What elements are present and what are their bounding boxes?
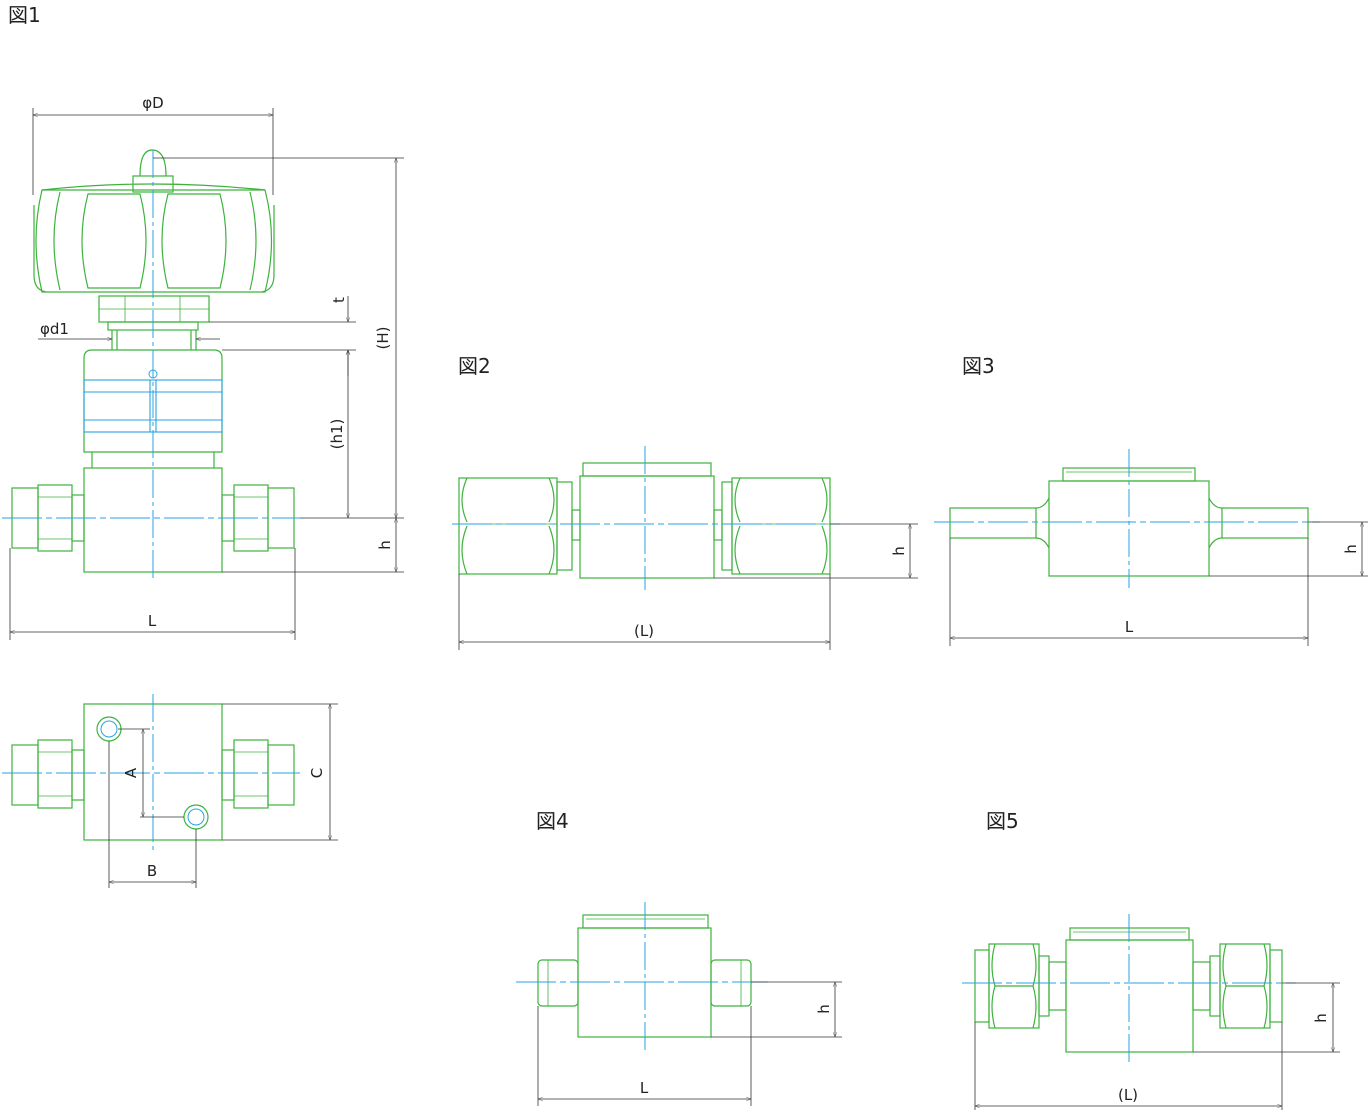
handle-knob xyxy=(33,149,275,293)
fig4-title: 図4 xyxy=(536,809,569,833)
dim-h1: (h1) xyxy=(328,419,346,450)
dim-h-fig4: h xyxy=(815,1004,833,1014)
fig3: 図3 h L xyxy=(934,354,1368,646)
fig5: 図5 h (L) xyxy=(962,809,1340,1110)
dim-H: (H) xyxy=(374,327,392,350)
fig3-title: 図3 xyxy=(962,354,995,378)
fig1-centerlines xyxy=(2,150,300,582)
fig1-bottom-view: A B C xyxy=(2,694,338,888)
fig4: 図4 h L xyxy=(516,809,842,1106)
dim-L-fig3: L xyxy=(1125,618,1134,636)
dim-L-fig1: L xyxy=(148,612,157,630)
fig1-title: 図1 xyxy=(8,3,41,27)
fig2: 図2 h (L) xyxy=(452,354,918,650)
dim-L-fig5: (L) xyxy=(1118,1086,1138,1104)
dim-B: B xyxy=(147,862,157,880)
fig2-title: 図2 xyxy=(458,354,491,378)
dim-L-fig4: L xyxy=(640,1079,649,1097)
dim-h-fig3: h xyxy=(1342,544,1360,554)
fig1-dimensions: φD (H) t (h1) φd1 h L xyxy=(9,94,404,640)
fig1-front-view: 図1 xyxy=(2,3,404,640)
bonnet-nut xyxy=(98,295,210,350)
dim-phi-D: φD xyxy=(142,94,163,112)
dim-h-fig5: h xyxy=(1312,1013,1330,1023)
fig5-title: 図5 xyxy=(986,809,1019,833)
dim-t: t xyxy=(330,297,348,303)
dim-h-fig2: h xyxy=(890,546,908,556)
dim-h-fig1: h xyxy=(376,540,394,550)
dim-L-fig2: (L) xyxy=(634,622,654,640)
dim-C: C xyxy=(308,768,326,778)
dim-phi-d1: φd1 xyxy=(40,320,69,338)
dim-A: A xyxy=(122,767,140,778)
